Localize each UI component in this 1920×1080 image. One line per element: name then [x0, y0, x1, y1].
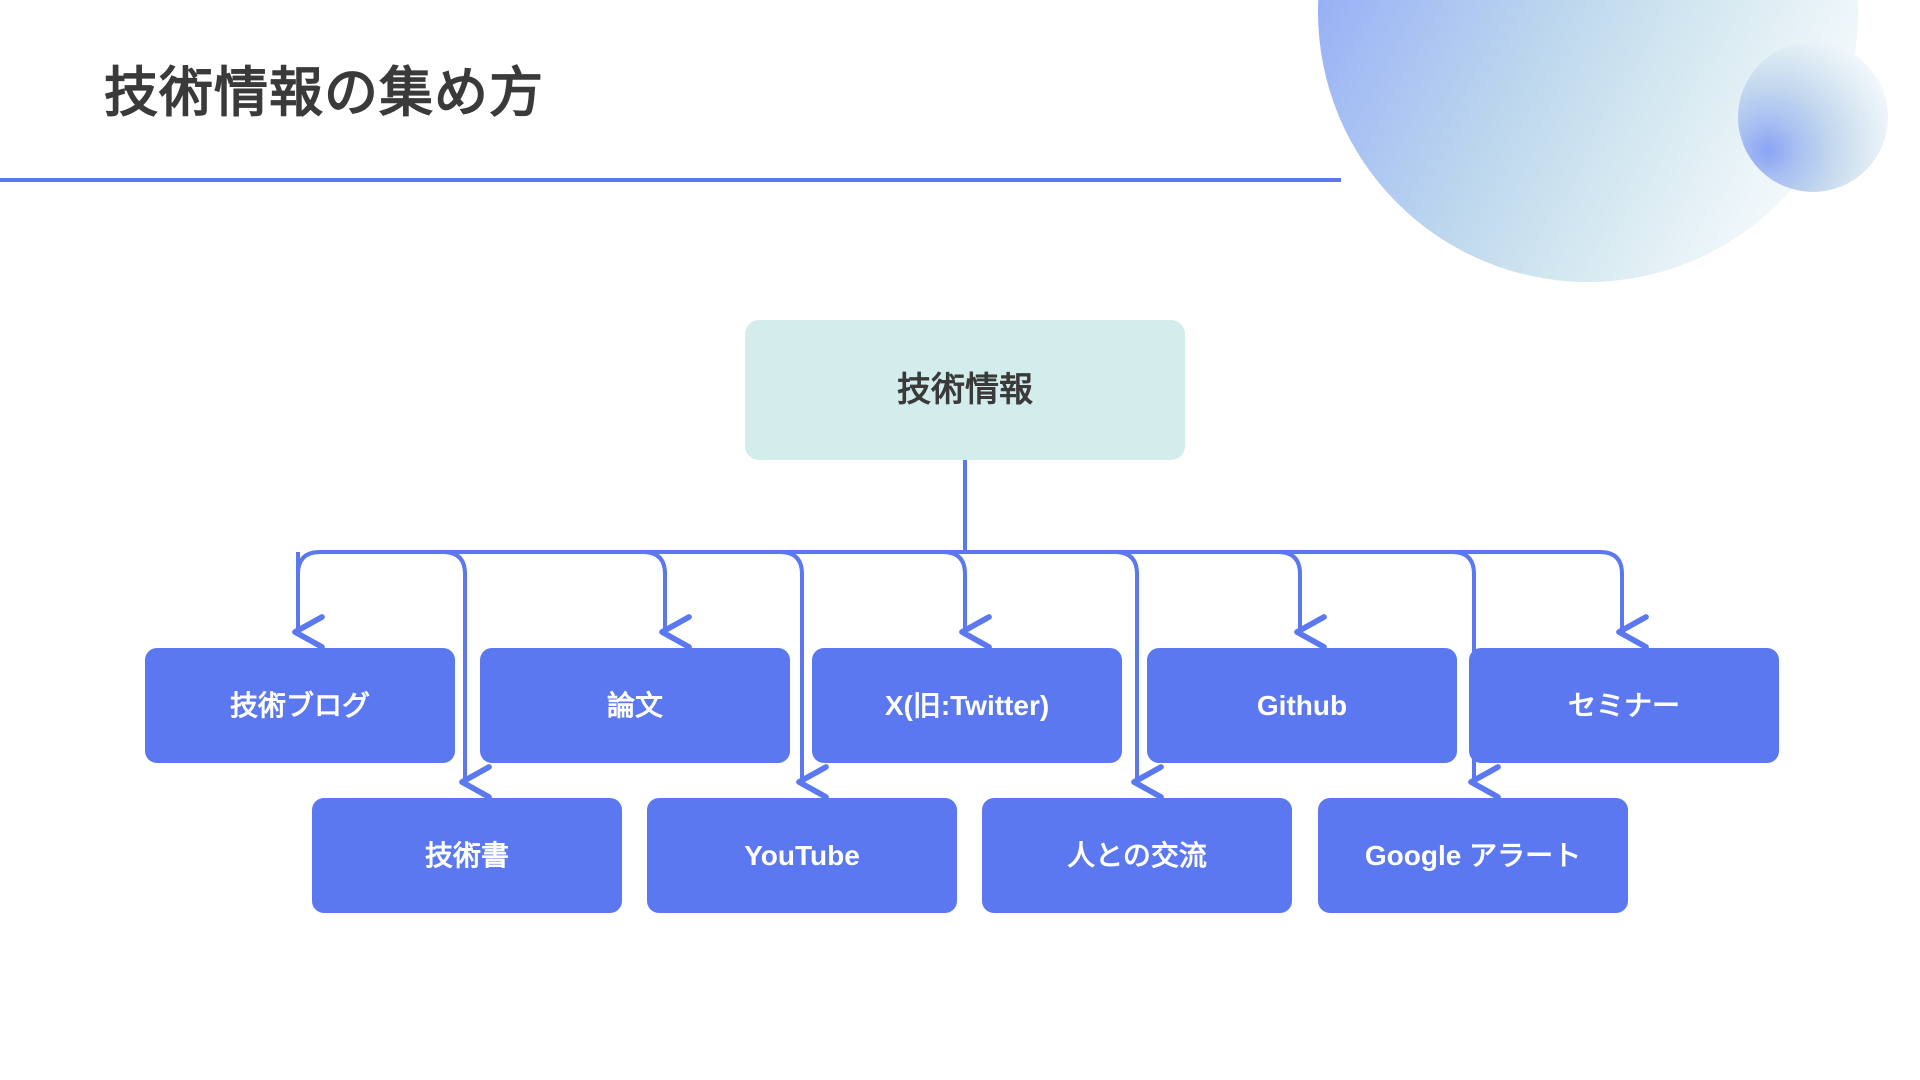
tree-node-label: 技術書 [424, 839, 509, 871]
tree-node-label: 人との交流 [1067, 839, 1207, 871]
title-underline-rule [0, 178, 1341, 182]
tree-node-label: Google アラート [1364, 839, 1582, 871]
tree-node-label: Github [1256, 689, 1348, 721]
tree-node-label: 技術ブログ [229, 689, 370, 721]
tree-node-google-alert[interactable]: Google アラート [1318, 798, 1628, 913]
tree-node-label: X(旧:Twitter) [884, 689, 1050, 721]
tree-node-root[interactable]: 技術情報 [745, 320, 1185, 460]
tree-node-seminar[interactable]: セミナー [1469, 648, 1779, 763]
tree-node-tech-blog[interactable]: 技術ブログ [145, 648, 455, 763]
tree-node-youtube[interactable]: YouTube [647, 798, 957, 913]
page-title: 技術情報の集め方 [104, 63, 544, 123]
tree-node-label: セミナー [1567, 689, 1680, 721]
tree-node-github[interactable]: Github [1147, 648, 1457, 763]
tree-node-tech-book[interactable]: 技術書 [312, 798, 622, 913]
tree-node-root-label: 技術情報 [897, 370, 1033, 409]
tree-node-x-twitter[interactable]: X(旧:Twitter) [812, 648, 1122, 763]
tree-node-label: 論文 [606, 689, 663, 721]
tree-node-label: YouTube [744, 839, 860, 871]
tree-node-paper[interactable]: 論文 [480, 648, 790, 763]
tree-node-people-exchange[interactable]: 人との交流 [982, 798, 1292, 913]
